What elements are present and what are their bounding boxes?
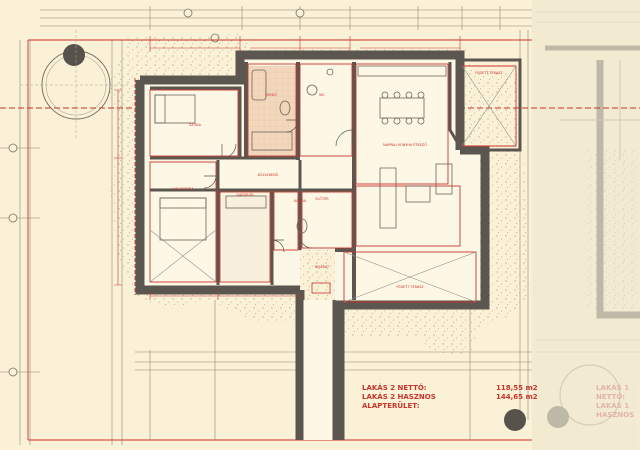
- usable-area-label: LAKÁS 2 HASZNOS ALAPTERÜLET:: [362, 393, 436, 410]
- label-wardrobe: GARDRÓB: [236, 192, 254, 197]
- red-dimensions: [114, 36, 520, 300]
- room-outlines: [149, 63, 517, 303]
- interior-walls: [150, 62, 464, 300]
- doors: [203, 119, 353, 253]
- label-entry: BEJÁRAT: [315, 264, 330, 269]
- label-terrace-front: FEDETT TERASZ: [396, 285, 424, 289]
- label-bedroom-1: SZOBA: [189, 123, 201, 127]
- neighbour-plan: [532, 0, 640, 450]
- label-hall: ELŐTÉR: [315, 196, 329, 201]
- room-labels: SZOBA FÜRDŐ WC NAPPALI KONYHA ÉTKEZŐ FED…: [172, 71, 503, 289]
- usable-area-value: 144,65 m2: [496, 393, 538, 401]
- area-summary: LAKÁS 2 NETTÓ: 118,55 m2 LAKÁS 2 HASZNOS…: [362, 384, 538, 411]
- outer-walls: [135, 50, 522, 440]
- furniture: [154, 65, 453, 241]
- neighbour-usable-label: LAKÁS 1 HASZNOS: [596, 402, 635, 419]
- label-bathroom: FÜRDŐ: [265, 92, 277, 97]
- terrace-diagonals: [149, 65, 517, 303]
- label-wc: WC: [319, 93, 325, 97]
- neighbour-net-label: LAKÁS 1 NETTÓ:: [596, 384, 630, 401]
- label-kitchen-living: NAPPALI KONYHA ÉTKEZŐ: [383, 142, 427, 147]
- net-area-label: LAKÁS 2 NETTÓ:: [362, 384, 427, 392]
- label-corridor: KÖZLEKEDŐ: [258, 172, 279, 177]
- net-area-value: 118,55 m2: [496, 384, 538, 392]
- label-storage: KAMRA: [294, 199, 307, 203]
- neighbour-area-summary: LAKÁS 1 NETTÓ: LAKÁS 1 HASZNOS: [596, 384, 640, 420]
- label-bedroom-2: HÁLÓSZOBA: [172, 186, 194, 191]
- building-floor: [140, 55, 480, 300]
- entrance-path: [300, 282, 336, 440]
- label-terrace-back: FEDETT TERASZ: [475, 71, 503, 75]
- garden-features: [20, 30, 526, 431]
